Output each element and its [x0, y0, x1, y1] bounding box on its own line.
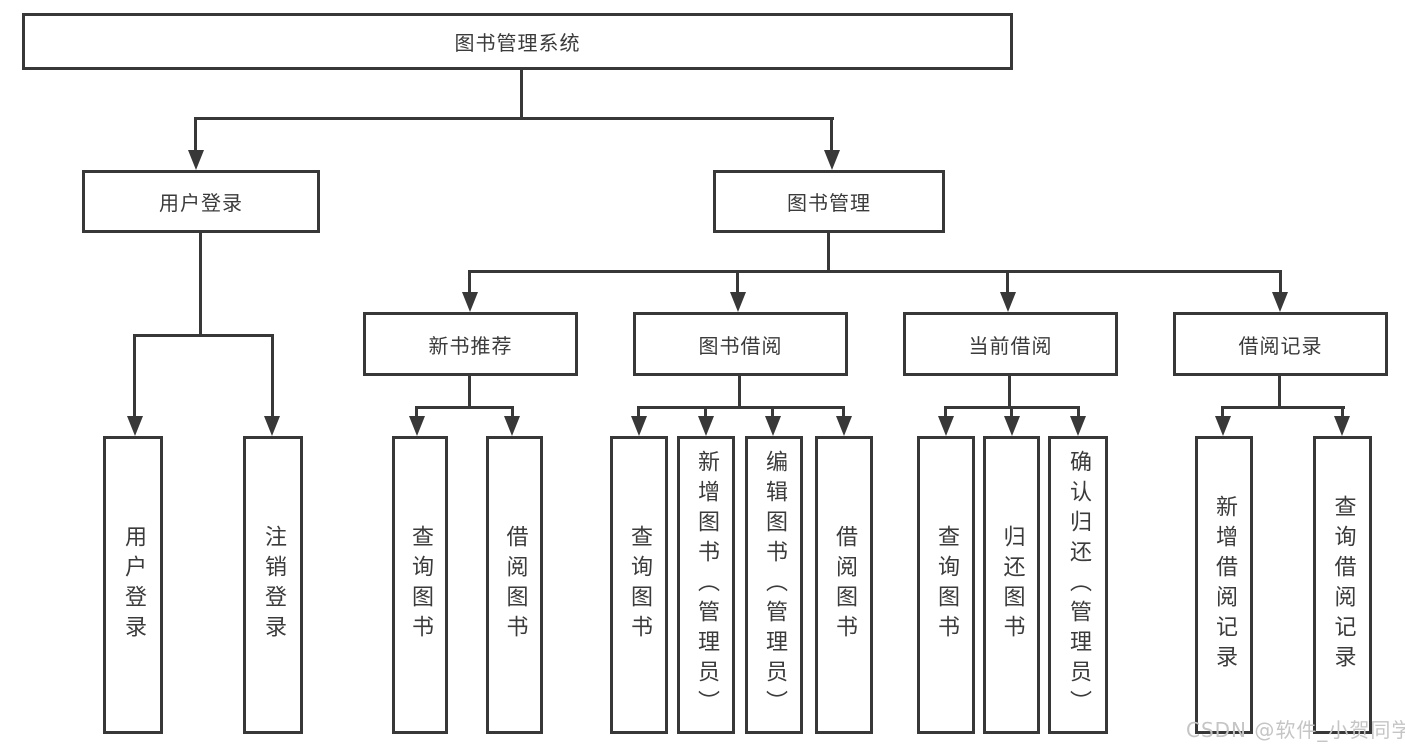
- connector-records-feed: [1278, 376, 1281, 409]
- connector-recommend-bus: [415, 406, 514, 409]
- leaf-add-borrow-record: 新增借阅记录: [1195, 436, 1253, 734]
- connector-book-mgmt-stem: [830, 117, 833, 152]
- leaf-user-login: 用户登录: [103, 436, 163, 734]
- connector-recommend-feed: [468, 376, 471, 409]
- arrow-down-icon: [631, 416, 647, 436]
- connector-stem: [511, 406, 514, 418]
- node-user-login: 用户登录: [82, 170, 320, 233]
- arrow-down-icon: [938, 416, 954, 436]
- leaf-borrow-books: 借阅图书: [815, 436, 873, 734]
- node-book-borrow-label: 图书借阅: [698, 333, 783, 358]
- node-user-login-label: 用户登录: [159, 191, 243, 215]
- connector-borrow-feed: [738, 376, 741, 409]
- connector-stem: [704, 406, 707, 418]
- node-root-label: 图书管理系统: [454, 31, 581, 55]
- leaf-edit-book-admin: 编辑图书（管理员）: [745, 436, 803, 734]
- leaf-logout: 注销登录: [243, 436, 303, 734]
- connector-stem: [1279, 270, 1282, 294]
- leaf-borrow-query-books: 查询图书: [610, 436, 668, 734]
- leaf-label: 借阅图书: [832, 525, 857, 645]
- leaf-user-login-label: 用户登录: [121, 525, 146, 645]
- arrow-down-icon: [127, 416, 143, 436]
- leaf-confirm-return-admin: 确认归还（管理员）: [1048, 436, 1108, 734]
- csdn-watermark: CSDN @软件_小贺同学: [1186, 718, 1405, 742]
- arrow-down-icon: [836, 416, 852, 436]
- arrow-down-icon: [462, 292, 478, 312]
- leaf-recommend-borrow-books: 借阅图书: [486, 436, 543, 734]
- connector-user-login-bus: [133, 334, 274, 337]
- connector-stem: [1341, 406, 1344, 418]
- leaf-label: 归还图书: [999, 525, 1025, 645]
- connector-current-feed: [1008, 376, 1011, 409]
- arrow-down-icon: [765, 416, 781, 436]
- node-current-borrow: 当前借阅: [903, 312, 1118, 376]
- arrow-down-icon: [188, 150, 204, 170]
- arrow-down-icon: [730, 292, 746, 312]
- arrow-down-icon: [824, 150, 840, 170]
- leaf-label: 借阅图书: [502, 525, 528, 645]
- connector-stem: [771, 406, 774, 418]
- connector-user-login-feed: [199, 233, 202, 337]
- connector-records-bus: [1221, 406, 1345, 409]
- leaf-add-book-admin: 新增图书（管理员）: [677, 436, 735, 734]
- arrow-down-icon: [1334, 416, 1350, 436]
- connector-stem: [271, 334, 274, 418]
- leaf-label: 查询图书: [627, 525, 652, 645]
- connector-stem: [468, 270, 471, 294]
- arrow-down-icon: [504, 416, 520, 436]
- connector-level3-bus: [468, 270, 1282, 273]
- leaf-label: 编辑图书（管理员）: [762, 450, 787, 720]
- arrow-down-icon: [1070, 416, 1086, 436]
- connector-stem: [133, 334, 136, 418]
- connector-stem: [415, 406, 418, 418]
- leaf-label: 确认归还（管理员）: [1066, 450, 1091, 720]
- arrow-down-icon: [264, 416, 280, 436]
- node-borrow-records: 借阅记录: [1173, 312, 1388, 376]
- leaf-logout-label: 注销登录: [261, 525, 286, 645]
- node-book-management-label: 图书管理: [787, 191, 871, 215]
- leaf-recommend-query-books: 查询图书: [392, 436, 448, 734]
- arrow-down-icon: [1000, 292, 1016, 312]
- connector-borrow-bus: [637, 406, 845, 409]
- connector-level2-bus: [194, 117, 834, 120]
- node-root-library-system: 图书管理系统: [22, 13, 1013, 70]
- leaf-label: 新增图书（管理员）: [694, 450, 719, 720]
- connector-stem: [944, 406, 947, 418]
- arrow-down-icon: [1272, 292, 1288, 312]
- node-borrow-records-label: 借阅记录: [1238, 333, 1323, 358]
- arrow-down-icon: [1215, 416, 1231, 436]
- node-new-book-recommend-label: 新书推荐: [428, 333, 513, 358]
- connector-stem: [736, 270, 739, 294]
- node-new-book-recommend: 新书推荐: [363, 312, 578, 376]
- connector-user-login-stem: [194, 117, 197, 152]
- connector-stem: [842, 406, 845, 418]
- arrow-down-icon: [1004, 416, 1020, 436]
- connector-book-mgmt-feed: [827, 233, 830, 273]
- leaf-return-books: 归还图书: [983, 436, 1040, 734]
- node-current-borrow-label: 当前借阅: [968, 333, 1053, 358]
- connector-stem: [1221, 406, 1224, 418]
- leaf-label: 查询借阅记录: [1330, 495, 1356, 675]
- arrow-down-icon: [698, 416, 714, 436]
- connector-stem: [637, 406, 640, 418]
- connector-stem: [1077, 406, 1080, 418]
- node-book-borrow: 图书借阅: [633, 312, 848, 376]
- connector-stem: [1010, 406, 1013, 418]
- node-book-management: 图书管理: [713, 170, 945, 233]
- arrow-down-icon: [409, 416, 425, 436]
- leaf-current-query-books: 查询图书: [917, 436, 975, 734]
- leaf-query-borrow-record: 查询借阅记录: [1313, 436, 1372, 734]
- connector-stem: [1006, 270, 1009, 294]
- leaf-label: 新增借阅记录: [1212, 495, 1237, 675]
- leaf-label: 查询图书: [408, 525, 433, 645]
- connector-root-feed: [520, 70, 523, 120]
- leaf-label: 查询图书: [934, 525, 959, 645]
